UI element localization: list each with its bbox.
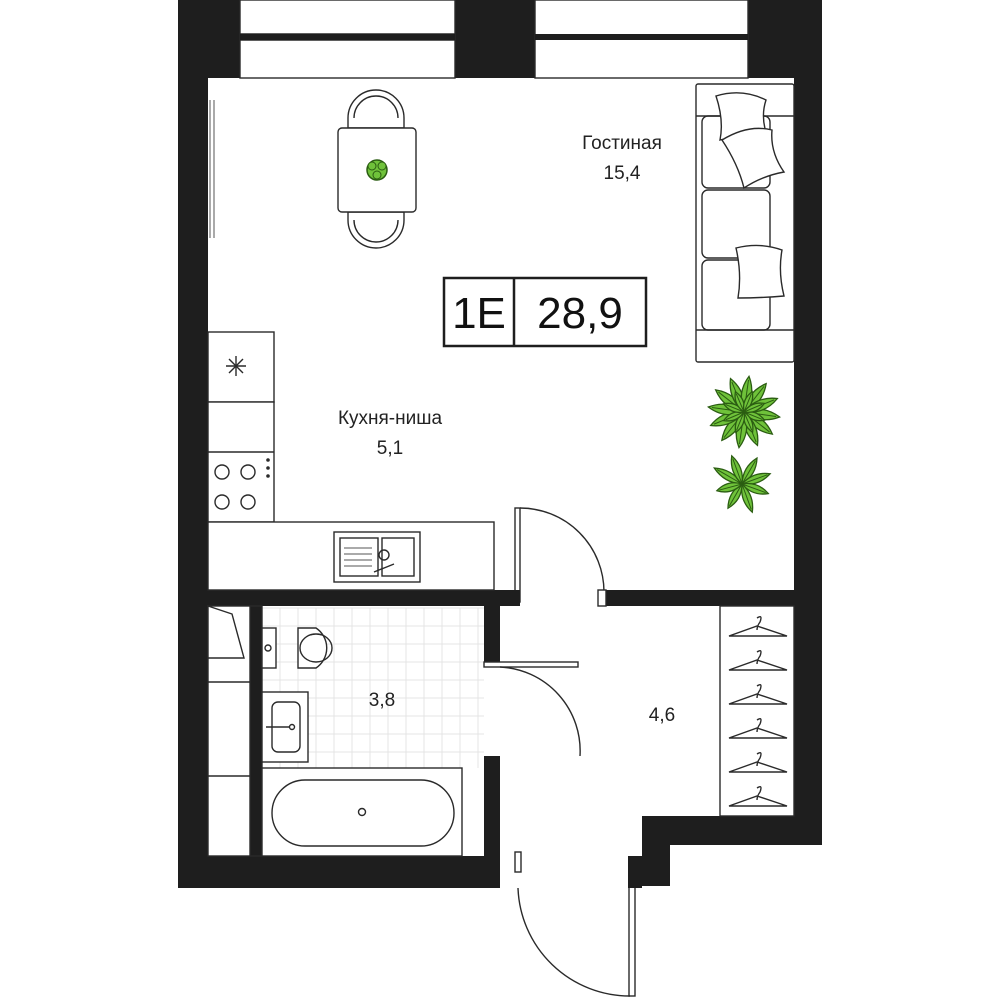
- hanger-icon: [728, 683, 788, 705]
- hanger-icon: [728, 615, 788, 637]
- wall-left: [178, 0, 208, 888]
- wall-kitchen-bath: [208, 590, 515, 606]
- apartment-total-area: 28,9: [537, 289, 623, 338]
- washbasin-icon: [261, 691, 309, 763]
- plant-large-icon: [707, 375, 781, 449]
- hanger-icon: [728, 649, 788, 671]
- room-bathroom: 3,8: [369, 690, 395, 711]
- apartment-badge: 1E 28,9: [442, 276, 648, 348]
- hanger-icon: [728, 785, 788, 807]
- wall-bottom-step: [642, 816, 670, 886]
- wall-bath-right-bottom: [484, 756, 500, 888]
- door-bathroom: [483, 661, 581, 757]
- stove-icon: [214, 458, 270, 510]
- room-kitchen-name: Кухня-ниша: [338, 408, 443, 429]
- room-hallway: 4,6: [649, 705, 675, 726]
- plant-small-icon: [713, 454, 772, 514]
- wardrobe: [719, 605, 795, 817]
- balcony-door-left: [209, 100, 215, 238]
- room-living-area: 15,4: [604, 163, 641, 184]
- room-kitchen: Кухня-ниша 5,1: [338, 408, 443, 459]
- room-bathroom-area: 3,8: [369, 690, 395, 711]
- wall-bath-left: [249, 605, 263, 857]
- kitchen-counter: [207, 331, 495, 591]
- pillow-icon: [715, 92, 786, 299]
- room-living: Гостиная 15,4: [582, 133, 662, 184]
- dining-table: [337, 89, 417, 249]
- wall-top-middle: [455, 0, 535, 78]
- room-hallway-area: 4,6: [649, 705, 675, 726]
- storage-closet: [207, 605, 251, 857]
- wall-bottom-left: [178, 856, 500, 888]
- wall-bath-right-top: [484, 606, 500, 662]
- hanger-icon: [728, 717, 788, 739]
- apartment-type-label: 1E: [452, 289, 506, 338]
- wall-hall-top: [604, 590, 794, 606]
- bathtub-icon: [261, 767, 463, 857]
- sink-icon: [333, 531, 421, 583]
- walls: [178, 0, 822, 888]
- wall-right: [794, 0, 822, 845]
- door-living: [514, 507, 607, 607]
- room-living-name: Гостиная: [582, 133, 662, 154]
- window-left: [239, 0, 456, 79]
- room-kitchen-area: 5,1: [377, 438, 403, 459]
- sofa: [695, 83, 795, 363]
- toilet-icon: [261, 627, 333, 669]
- table-plant-icon: [366, 159, 388, 181]
- wall-top-left: [178, 0, 240, 78]
- window-right: [534, 0, 749, 79]
- door-entrance: [514, 851, 642, 997]
- wall-bottom-right: [642, 816, 822, 845]
- fan-icon: [226, 356, 246, 376]
- hanger-icon: [728, 751, 788, 773]
